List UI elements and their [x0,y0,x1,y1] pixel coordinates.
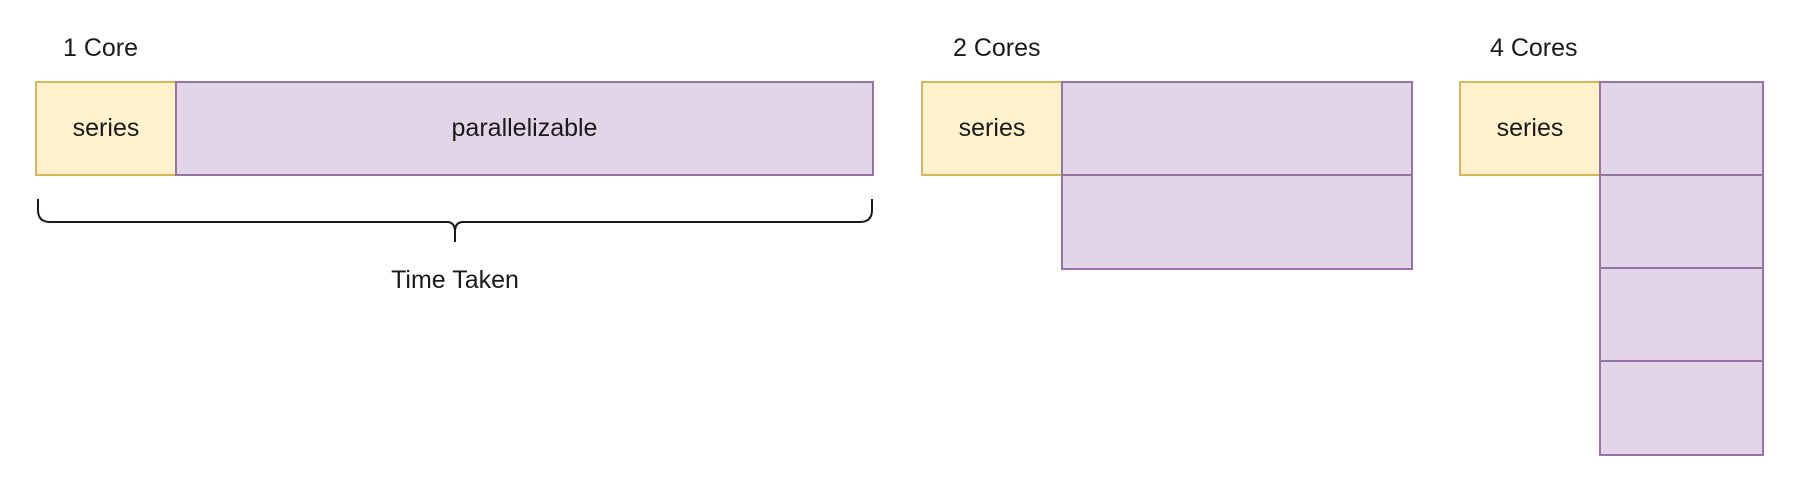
series-block: series [921,81,1063,176]
parallel-chunk [1061,174,1413,270]
panel-title-1-core: 1 Core [63,34,139,62]
series-block: series [1459,81,1601,176]
parallel-chunk [1061,81,1413,176]
parallel-chunk [1599,174,1764,269]
parallel-chunk [1599,267,1764,362]
curly-brace [37,199,873,242]
parallelizable-block: parallelizable [175,81,874,176]
panel-title-4-cores: 4 Cores [1490,34,1578,62]
parallel-chunk [1599,360,1764,456]
parallel-chunk [1599,81,1764,176]
panel-title-2-cores: 2 Cores [953,34,1041,62]
series-block: series [35,81,177,176]
time-taken-caption: Time Taken [391,266,519,294]
